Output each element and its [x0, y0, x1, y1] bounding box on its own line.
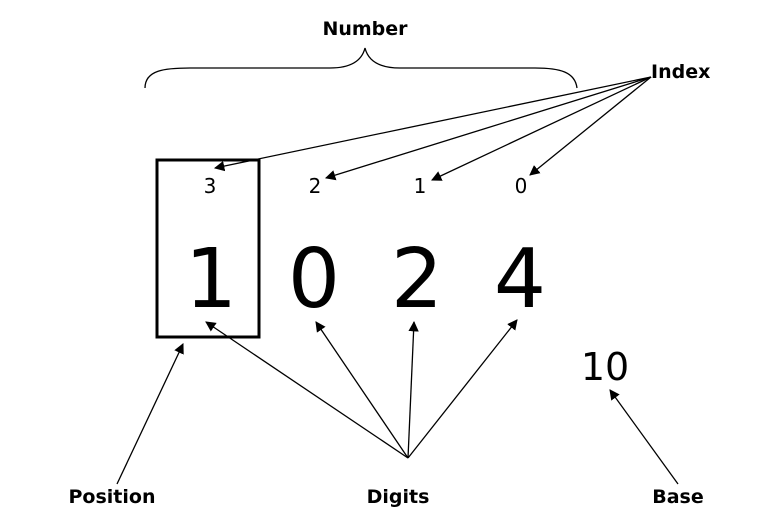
digits-arrow-2 — [407, 320, 419, 459]
base-label: Base — [652, 486, 704, 508]
digits-label: Digits — [367, 486, 430, 508]
position-box — [155, 158, 261, 339]
digits-arrow-1 — [205, 321, 409, 459]
index-2: 2 — [309, 174, 322, 198]
digits-arrow-0 — [315, 321, 409, 459]
digit-0: 0 — [288, 232, 340, 327]
position-label: Position — [69, 486, 156, 508]
index-arrows — [213, 76, 652, 181]
digits-arrows — [205, 319, 518, 459]
index-arrow-0 — [529, 76, 652, 176]
base-arrow — [609, 389, 679, 485]
digits-arrow-4 — [407, 319, 518, 459]
base-value: 10 — [581, 345, 629, 389]
digit-1: 1 — [185, 232, 237, 327]
digit-4: 4 — [494, 232, 546, 327]
index-arrow-2 — [325, 76, 652, 181]
number-brace — [144, 47, 578, 89]
index-3: 3 — [204, 174, 217, 198]
index-arrow-1 — [431, 76, 652, 181]
index-0: 0 — [515, 174, 528, 198]
number-title: Number — [322, 18, 408, 40]
index-label: Index — [651, 61, 710, 83]
digit-2: 2 — [391, 232, 443, 327]
index-arrow-3 — [213, 76, 652, 172]
index-1: 1 — [414, 174, 427, 198]
position-arrow — [116, 343, 184, 485]
